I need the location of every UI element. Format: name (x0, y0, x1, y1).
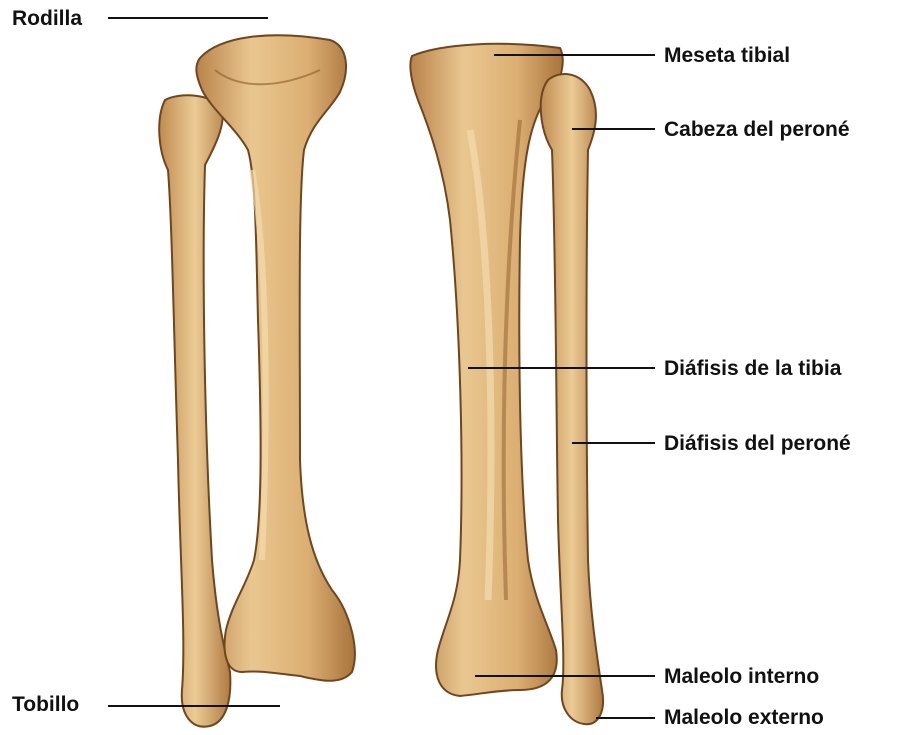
label-diafisis-perone: Diáfisis del peroné (664, 433, 851, 454)
label-cabeza-perone: Cabeza del peroné (664, 119, 850, 140)
label-tobillo: Tobillo (12, 694, 79, 715)
fibula-back (541, 74, 603, 724)
label-meseta-tibial: Meseta tibial (664, 45, 790, 66)
label-maleolo-interno: Maleolo interno (664, 666, 819, 687)
fibula-front (159, 95, 230, 726)
label-diafisis-tibia: Diáfisis de la tibia (664, 358, 841, 379)
label-maleolo-externo: Maleolo externo (664, 707, 824, 728)
label-rodilla: Rodilla (12, 8, 82, 29)
